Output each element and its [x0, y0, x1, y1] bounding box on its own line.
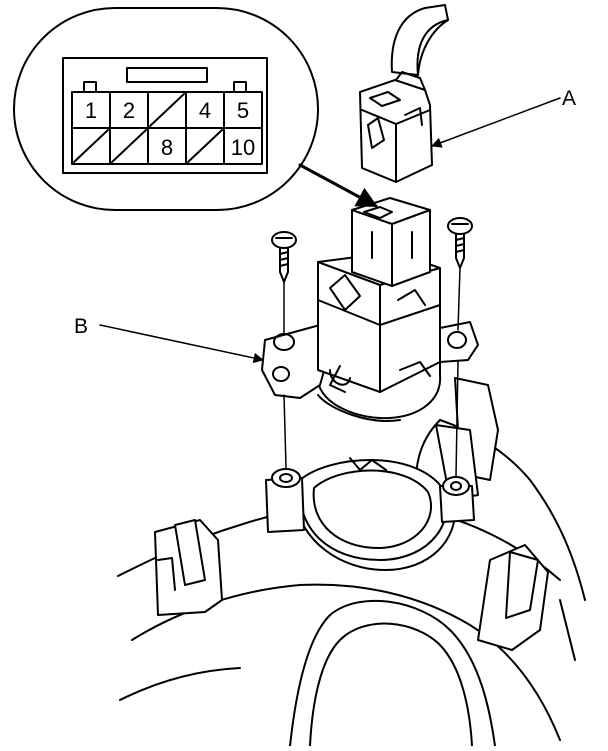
- ignition-switch-body: [261, 197, 479, 422]
- cover-tab-left: [154, 519, 223, 616]
- magnifier-pointer: [298, 163, 378, 208]
- screw-boss-left: [265, 468, 305, 533]
- connector-pin-labels: 1 2 4 5 8 10: [85, 98, 255, 160]
- callout-b: B: [74, 315, 88, 338]
- screw-right: [447, 217, 473, 269]
- pin-label: 10: [231, 135, 255, 160]
- pin-label: 5: [237, 98, 249, 123]
- screw-boss-right: [439, 476, 475, 523]
- pin-label: 1: [85, 98, 97, 123]
- cover-tab-right: [477, 544, 549, 651]
- connector-magnifier: [13, 7, 319, 211]
- pin-label: 4: [199, 98, 211, 123]
- leader-a: [431, 97, 561, 148]
- screw-left: [271, 231, 297, 283]
- leader-b: [99, 324, 265, 364]
- alignment-lines: [283, 267, 461, 477]
- pin-label: 2: [123, 98, 135, 123]
- pin-label: 8: [161, 135, 173, 160]
- mounting-ring: [294, 457, 457, 571]
- callout-a: A: [562, 87, 576, 110]
- harness-connector: [359, 4, 449, 183]
